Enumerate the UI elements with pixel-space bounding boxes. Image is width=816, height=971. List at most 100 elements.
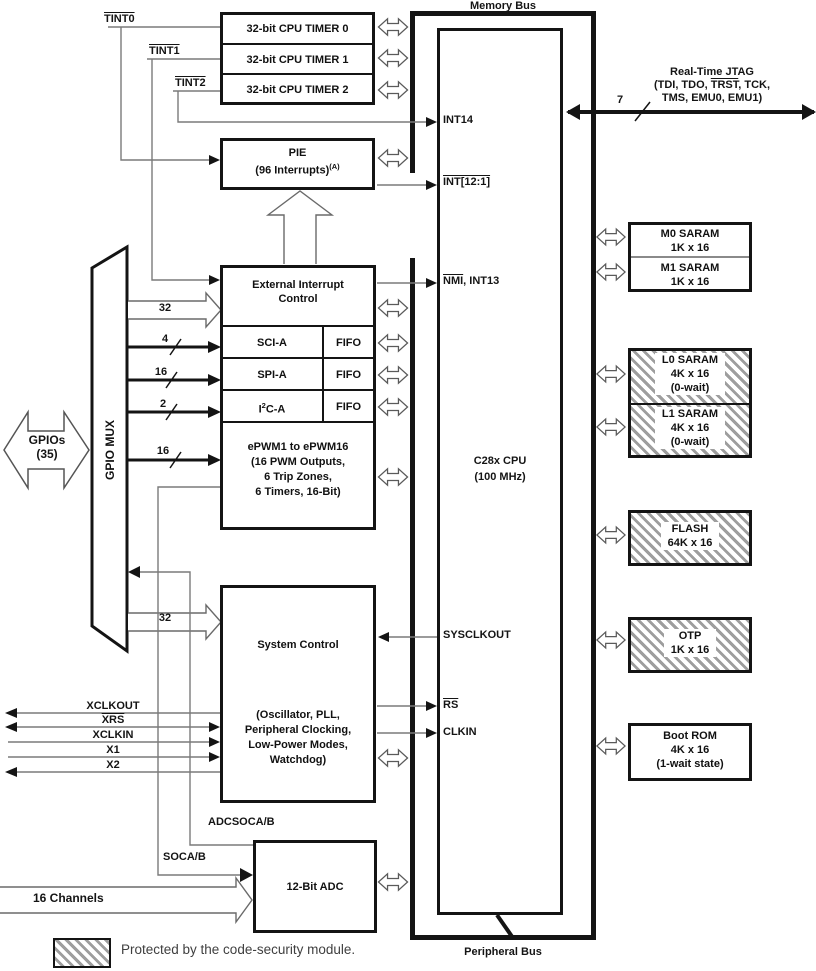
boot-rom-block: Boot ROM 4K x 16 (1-wait state) xyxy=(628,723,752,781)
bus-width-slashes xyxy=(165,338,182,469)
sci-label: SCI-A xyxy=(257,337,287,349)
l1-label: L1 SARAM 4K x 16 (0-wait) xyxy=(631,407,749,449)
peripheral-bus-bottom-bar xyxy=(410,935,596,940)
flash-label: FLASH 64K x 16 xyxy=(631,522,749,550)
pie-bus-arrow xyxy=(377,149,409,167)
xrs-left-head xyxy=(5,722,17,732)
m0-m1-divider xyxy=(631,256,749,258)
otp-size: 1K x 16 xyxy=(670,644,710,656)
sysctrl-bus-arrow xyxy=(377,749,409,767)
right-bus-double-arrows xyxy=(596,228,626,755)
timer1-bus-arrow xyxy=(377,49,409,67)
i2c-bus-width: 2 xyxy=(159,398,167,410)
tint1-label: TINT1 xyxy=(149,45,180,57)
x1-label: X1 xyxy=(106,744,120,756)
peripheral-bus-label: Peripheral Bus xyxy=(464,946,542,958)
jtag-arrow xyxy=(566,101,816,122)
epwm-label-line4: 6 Timers, 16-Bit) xyxy=(255,486,341,498)
spi-bus-width: 16 xyxy=(154,366,168,378)
int12-head xyxy=(426,180,437,190)
bus-bars xyxy=(410,11,596,940)
epwm-label-line1: ePWM1 to ePWM16 xyxy=(247,441,349,453)
system-control-block: System Control (Oscillator, PLL, Periphe… xyxy=(220,585,376,803)
adcsoca-b-wire xyxy=(139,571,253,846)
gpios-label-line1: GPIOs xyxy=(28,433,66,447)
timer0-label: 32-bit CPU TIMER 0 xyxy=(246,23,349,35)
sysctrl-detail-3: Low-Power Modes, xyxy=(248,739,348,751)
i2c-fifo-label: FIFO xyxy=(335,401,362,413)
jtag-title: Real-Time JTAG xyxy=(670,66,754,78)
gpios-label-line2: (35) xyxy=(36,447,58,461)
epwm-label-line2: (16 PWM Outputs, xyxy=(250,456,346,468)
adc-block: 12-Bit ADC xyxy=(253,840,377,933)
x2-label: X2 xyxy=(106,759,120,771)
sysclkout-head xyxy=(378,632,389,642)
rs-head xyxy=(426,701,437,711)
epwm-bus-width: 16 xyxy=(156,445,170,457)
timer2-label: 32-bit CPU TIMER 2 xyxy=(246,84,349,96)
signal-wires xyxy=(8,26,437,876)
sci-bus-arrow xyxy=(377,334,409,352)
adc-label: 12-Bit ADC xyxy=(286,881,344,893)
spi-fifo-label: FIFO xyxy=(335,369,362,381)
l0-label: L0 SARAM 4K x 16 (0-wait) xyxy=(631,353,749,395)
memory-bus-label: Memory Bus xyxy=(469,0,537,12)
timer0-bus-arrow xyxy=(377,18,409,36)
l0-name: L0 SARAM xyxy=(661,354,719,366)
i2c-label: I2C-A xyxy=(258,401,286,416)
spi-bus-arrow xyxy=(377,366,409,384)
peripheral-bus-left-bar-lower xyxy=(410,258,415,940)
extint-label-line1: External Interrupt xyxy=(252,279,344,291)
timer1-label: 32-bit CPU TIMER 1 xyxy=(246,54,349,66)
epwm-bus-arrow xyxy=(377,468,409,486)
otp-label: OTP 1K x 16 xyxy=(631,629,749,657)
adcsoca-b-head xyxy=(128,566,140,578)
jtag-pins-line1: (TDI, TDO, TRST, TCK, xyxy=(653,79,771,91)
cpu-nmi-label: NMI, INT13 xyxy=(443,275,500,287)
otp-name: OTP xyxy=(678,630,702,642)
m0-name: M0 SARAM xyxy=(660,228,720,240)
m1-bus-arrow xyxy=(596,263,626,281)
epwm-label-line3: 6 Trip Zones, xyxy=(264,471,332,483)
peripherals-block: External Interrupt Control SCI-A FIFO SP… xyxy=(220,265,376,530)
jtag-bus-width-slash xyxy=(634,101,651,122)
memory-bus-top-bar xyxy=(410,11,596,16)
cpu-name: C28x CPU xyxy=(473,455,527,467)
jtag-bus-width: 7 xyxy=(617,94,624,106)
otp-bus-arrow xyxy=(596,631,626,649)
cpu-int14-label: INT14 xyxy=(443,114,473,126)
extint-bus-arrow xyxy=(377,299,409,317)
pie-block: PIE (96 Interrupts)(A) xyxy=(220,138,375,190)
l1-bus-arrow xyxy=(596,418,626,436)
soca-b-wire xyxy=(157,486,243,876)
adc-16-channels-arrow xyxy=(0,875,253,925)
m1-size: 1K x 16 xyxy=(670,276,710,288)
sci-fifo-label: FIFO xyxy=(335,337,362,349)
l0-bus-arrow xyxy=(596,365,626,383)
rom-name: Boot ROM xyxy=(663,730,717,742)
cpu-timers-block: 32-bit CPU TIMER 0 32-bit CPU TIMER 1 32… xyxy=(220,12,375,105)
l0-wait: (0-wait) xyxy=(670,382,710,394)
flash-size: 64K x 16 xyxy=(667,537,713,549)
legend-hatch-swatch xyxy=(53,938,111,968)
tint2-int14-wire xyxy=(173,90,429,123)
xclkout-label: XCLKOUT xyxy=(86,700,140,712)
arrowheads xyxy=(5,117,437,882)
otp-block: OTP 1K x 16 xyxy=(628,617,752,673)
pie-name: PIE xyxy=(288,147,307,159)
memory-bus-right-bar xyxy=(591,11,596,940)
l0-l1-divider xyxy=(631,403,749,405)
flash-bus-arrow xyxy=(596,526,626,544)
sysctrl-detail-1: (Oscillator, PLL, xyxy=(256,709,340,721)
extint-bus-width: 32 xyxy=(158,302,172,314)
tint0-wire xyxy=(108,26,220,161)
sysctrl-title: System Control xyxy=(257,639,339,651)
soca-b-head xyxy=(240,868,253,882)
bootrom-bus-arrow xyxy=(596,737,626,755)
xrs-label: XRS xyxy=(101,714,125,726)
peripheral-bus-left-bar-upper xyxy=(410,11,415,173)
rom-wait: (1-wait state) xyxy=(656,758,724,770)
fifo-column-divider xyxy=(322,325,324,423)
sysctrl-detail-4: Watchdog) xyxy=(269,754,327,766)
